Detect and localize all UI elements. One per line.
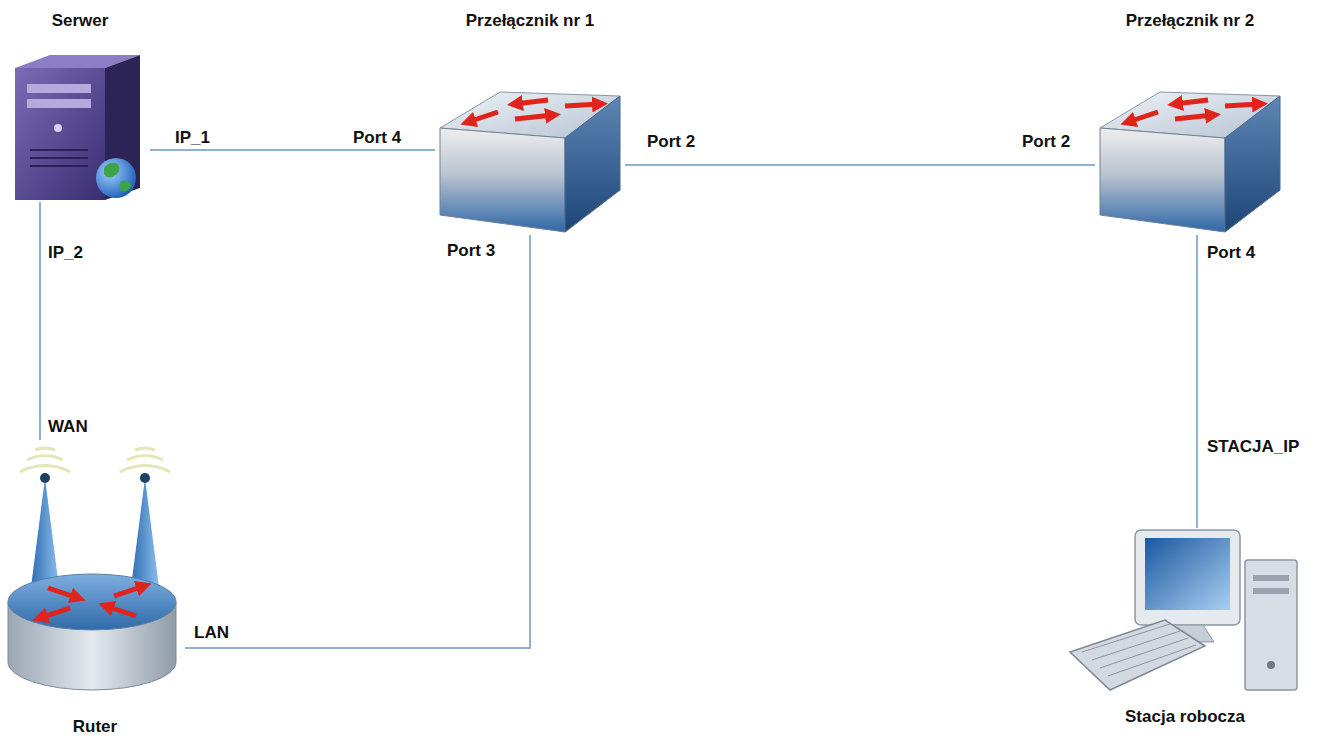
- port-label: Port 4: [1205, 242, 1257, 264]
- device-label: Przełącznik nr 1: [464, 10, 597, 32]
- device-node: Serwer: [10, 10, 150, 202]
- device-node: Ruter: [5, 440, 185, 738]
- port-label: Port 2: [1020, 131, 1072, 153]
- device-node: Przełącznik nr 1: [435, 10, 625, 235]
- network-cable: [185, 235, 530, 648]
- port-label: Port 3: [445, 240, 497, 262]
- port-label: LAN: [192, 622, 231, 644]
- network-cable: [625, 164, 1095, 166]
- port-label: STACJA_IP: [1205, 436, 1301, 458]
- device-label: Stacja robocza: [1123, 706, 1247, 728]
- device-node: Przełącznik nr 2: [1095, 10, 1285, 235]
- network-cable: [1196, 235, 1198, 528]
- port-label: Port 4: [351, 127, 403, 149]
- device-label: Serwer: [50, 10, 111, 32]
- network-cable: [39, 202, 41, 440]
- device-label: Ruter: [71, 716, 119, 738]
- device-node: Stacja robocza: [1065, 528, 1305, 728]
- port-label: Port 2: [645, 131, 697, 153]
- port-label: IP_1: [173, 127, 212, 149]
- port-label: WAN: [46, 416, 90, 438]
- device-label: Przełącznik nr 2: [1124, 10, 1257, 32]
- network-cable: [150, 149, 435, 151]
- port-label: IP_2: [46, 242, 85, 264]
